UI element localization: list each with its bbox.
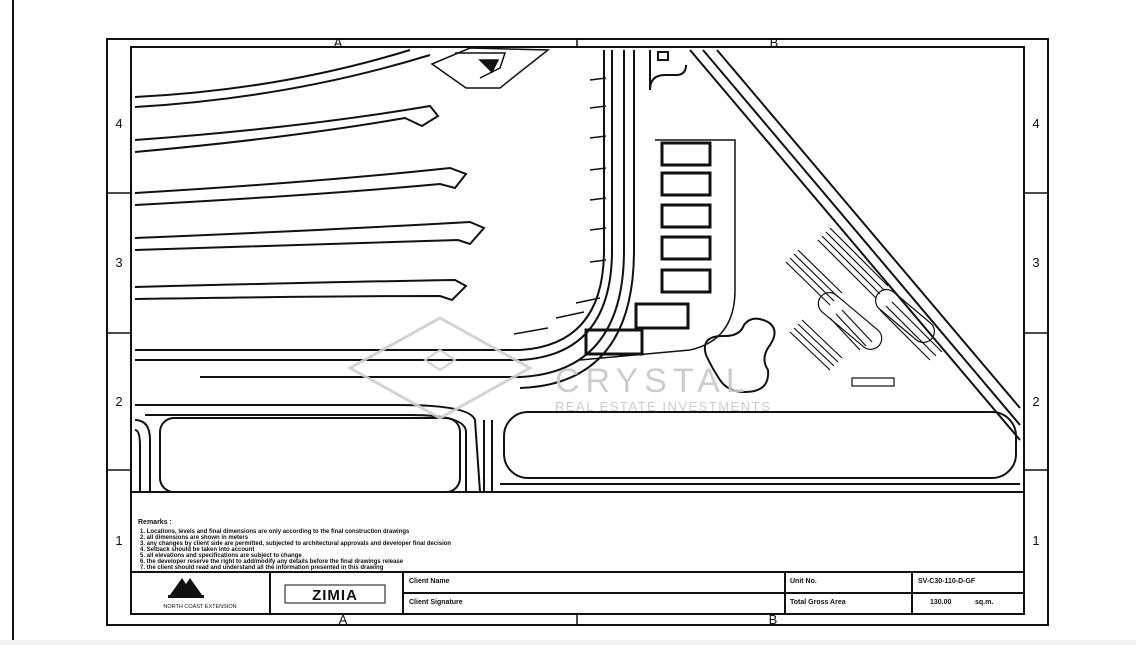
note-line: 6. the developer reserve the right to ad… [140, 559, 404, 565]
road-side-markers [513, 77, 607, 335]
zone-label-row-4-left: 4 [115, 116, 122, 131]
note-line: 2. all dimensions are shown in meters [140, 535, 249, 541]
villas-cluster [579, 139, 736, 361]
gross-area-value: 130.00 [930, 599, 952, 606]
watermark-subtitle: REAL ESTATE INVESTMENTS [555, 399, 771, 414]
client-name-label: Client Name [409, 578, 450, 585]
zone-label-row-1-left: 1 [115, 533, 122, 548]
viewer-left-edge [0, 0, 14, 640]
notes-lines: 1. Locations, levels and final dimension… [140, 529, 451, 571]
unit-no-value: SV-C30-110-D-GF [918, 578, 976, 585]
zone-label-col-b-top: B [770, 35, 779, 50]
zone-label-row-1-right: 1 [1032, 533, 1039, 548]
note-line: 7. the client should read and understand… [140, 565, 384, 571]
top-wedge [430, 47, 551, 89]
zone-label-row-2-left: 2 [115, 394, 122, 409]
curved-building-rows [134, 49, 486, 302]
zone-label-row-2-right: 2 [1032, 394, 1039, 409]
zone-label-col-a-bottom: A [339, 612, 348, 627]
zone-label-row-3-left: 3 [115, 255, 122, 270]
gross-area-unit: sq.m. [975, 599, 993, 606]
logo-tagline: NORTH COAST EXTENSION [163, 604, 236, 610]
note-line: 5. all elevations and specifications are… [140, 553, 302, 559]
zone-ticks [107, 39, 1048, 625]
main-curved-road [135, 50, 687, 389]
zone-label-row-4-right: 4 [1032, 116, 1039, 131]
diagonal-road [689, 49, 1021, 441]
zone-label-col-a-top: A [334, 35, 343, 50]
hatched-blocks [785, 227, 943, 387]
site-plan-drawing: A B A B 4 3 2 1 4 3 2 1 [106, 35, 1049, 627]
watermark: CRYSTAL REAL ESTATE INVESTMENTS [346, 316, 771, 420]
note-line: 3. any changes by client side are permit… [140, 541, 451, 547]
notes-title: Remarks : [138, 519, 172, 526]
brand-name: ZIMIA [312, 587, 358, 604]
client-signature-label: Client Signature [409, 599, 463, 606]
note-line: 1. Locations, levels and final dimension… [140, 529, 410, 535]
company-logo: NORTH COAST EXTENSION [163, 578, 237, 610]
bottom-parcels [134, 404, 1020, 493]
gross-area-label: Total Gross Area [790, 599, 846, 606]
note-line: 4. Setback should be taken into account [140, 547, 254, 553]
watermark-diamond-icon [346, 316, 534, 420]
title-block [130, 571, 1025, 615]
unit-no-label: Unit No. [790, 578, 817, 585]
zone-label-row-3-right: 3 [1032, 255, 1039, 270]
zone-label-col-b-bottom: B [769, 612, 778, 627]
lagoon [703, 317, 776, 394]
brand-mark: ZIMIA [284, 584, 386, 604]
drawing-sheet: A B A B 4 3 2 1 4 3 2 1 [14, 0, 1136, 640]
watermark-name: CRYSTAL [555, 362, 751, 400]
